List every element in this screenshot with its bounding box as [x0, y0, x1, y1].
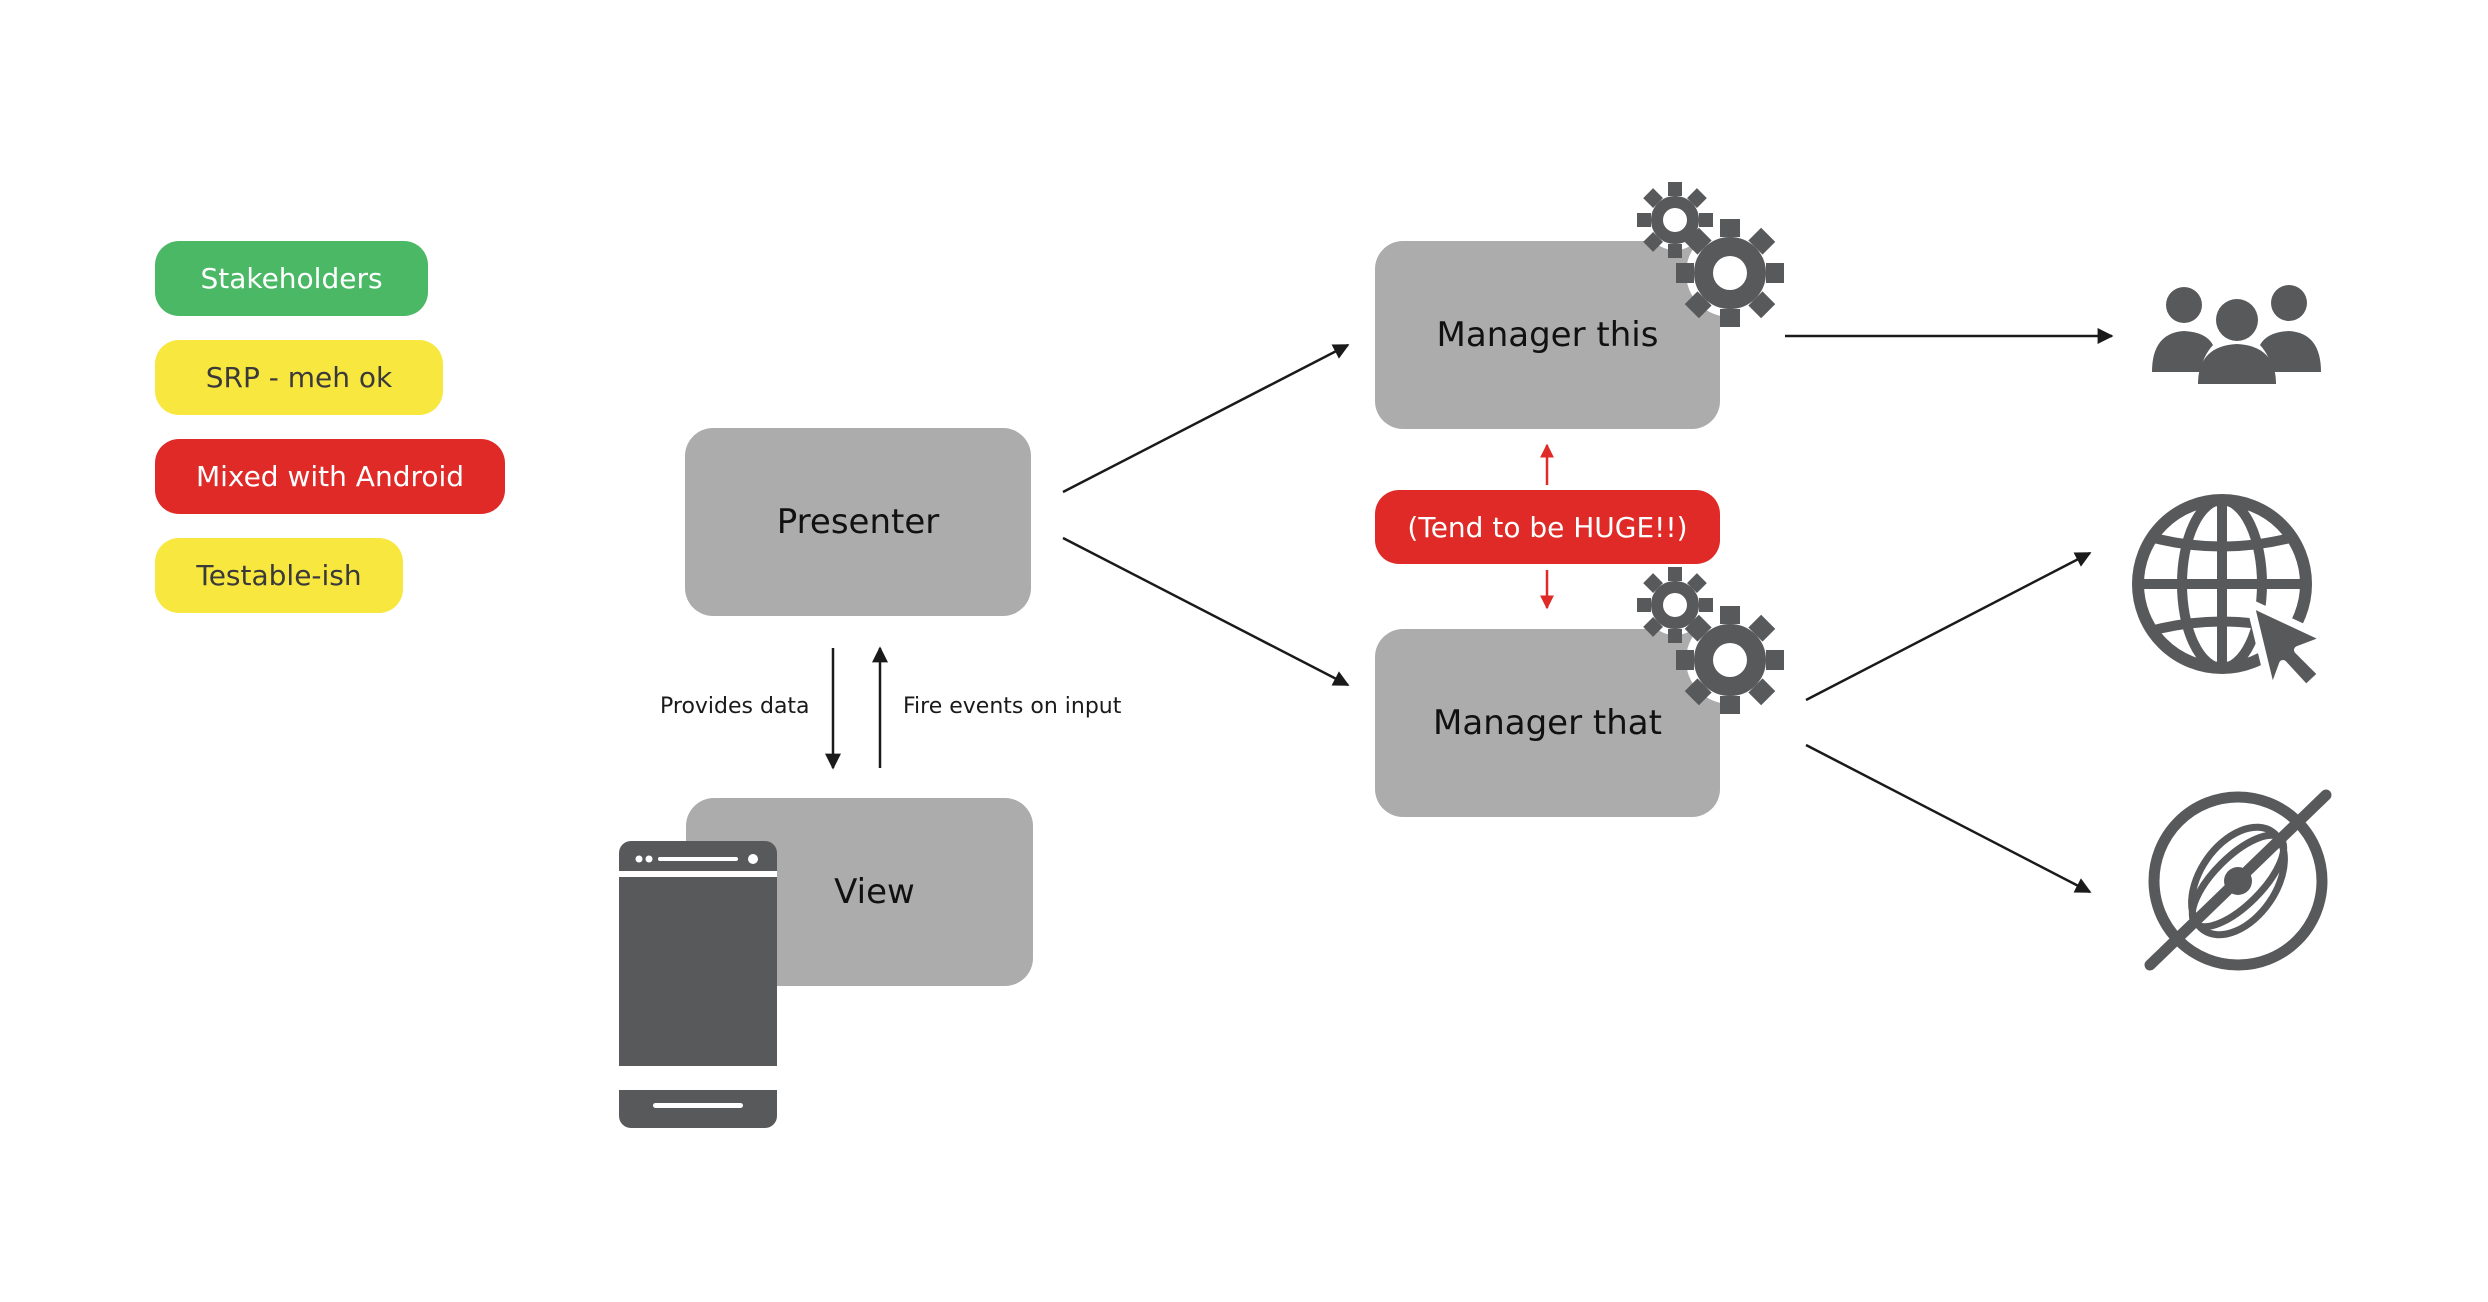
- fire-events-label: Fire events on input: [903, 694, 1122, 719]
- legend-stakeholders: Stakeholders: [155, 241, 428, 316]
- arrow-presenter-to-manager-that: [1062, 536, 1350, 687]
- manager-this-label: Manager this: [1436, 315, 1659, 355]
- presenter-label: Presenter: [776, 502, 940, 542]
- provides-data-label: Provides data: [660, 694, 810, 719]
- huge-warning-badge: (Tend to be HUGE!!): [1375, 490, 1720, 564]
- view-box: View: [686, 798, 1033, 986]
- view-label: View: [834, 872, 915, 912]
- legend-label: Stakeholders: [200, 262, 383, 295]
- manager-that-label: Manager that: [1433, 703, 1662, 743]
- huge-warning-label: (Tend to be HUGE!!): [1407, 510, 1688, 544]
- legend-label: Testable-ish: [196, 559, 362, 592]
- web-globe-icon: [2132, 494, 2331, 698]
- legend-srp: SRP - meh ok: [155, 340, 443, 415]
- legend-label: Mixed with Android: [195, 460, 465, 493]
- arrow-presenter-to-manager-this: [1062, 343, 1350, 494]
- manager-this-box: Manager this: [1375, 241, 1720, 429]
- users-icon: [2152, 285, 2321, 384]
- arrow-manager-that-to-web: [1805, 551, 2092, 702]
- arrow-manager-that-to-no-internet: [1805, 743, 2092, 894]
- no-internet-icon: [2144, 789, 2332, 971]
- manager-that-box: Manager that: [1375, 629, 1720, 817]
- legend-mixed-android: Mixed with Android: [155, 439, 505, 514]
- legend-testable: Testable-ish: [155, 538, 403, 613]
- legend-label: SRP - meh ok: [205, 361, 393, 394]
- presenter-box: Presenter: [685, 428, 1031, 616]
